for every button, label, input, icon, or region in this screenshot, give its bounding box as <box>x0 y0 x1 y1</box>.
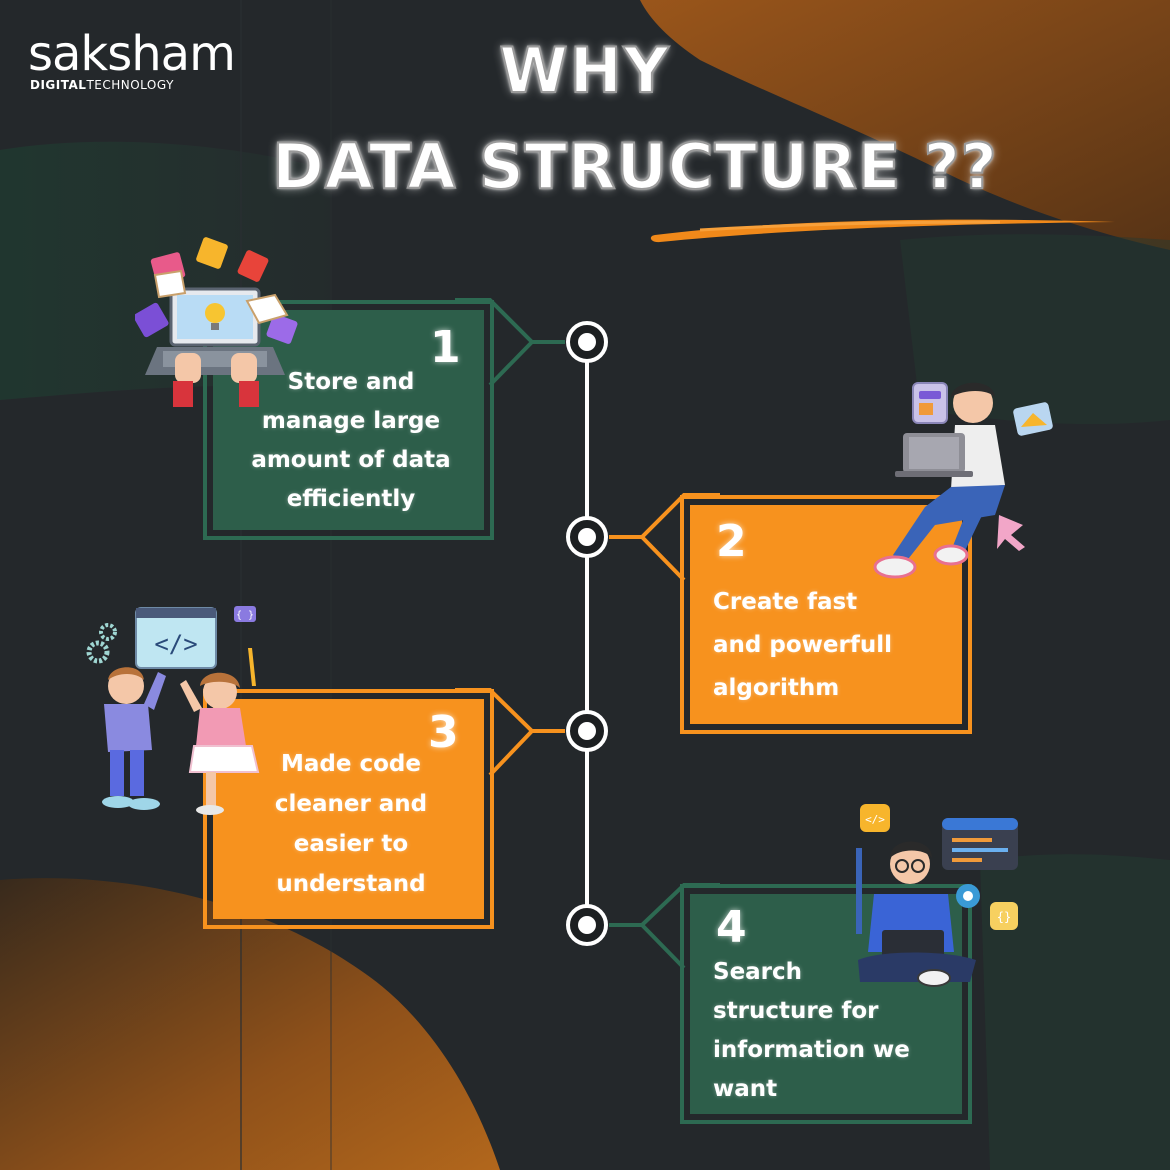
step-text-1-line-4: efficiently <box>286 486 416 512</box>
step-text-3-line-4: understand <box>276 871 426 897</box>
code-window-icon <box>942 818 1018 870</box>
step-number-1: 1 <box>430 322 461 373</box>
step-text-1-line-1: Store and <box>287 369 415 395</box>
timeline-node-1 <box>566 321 608 363</box>
kids-code-icon: { } </> <box>86 606 260 815</box>
timeline-node-3 <box>566 710 608 752</box>
step-text-3-line-2: cleaner and <box>274 791 428 817</box>
step-text-3-line-1: Made code <box>281 751 421 777</box>
step-text-1-line-2: manage large <box>261 408 441 434</box>
timeline-node-4 <box>566 904 608 946</box>
step-text-2-line-2: and powerfull <box>713 631 892 658</box>
coder-laptop-icon: </> {} <box>856 804 1018 987</box>
brand-tagline: DIGITALTECHNOLOGY <box>30 78 174 92</box>
step-number-2: 2 <box>716 516 747 567</box>
page-title-line1: WHY <box>498 33 671 108</box>
svg-text:</>: </> <box>154 630 197 658</box>
step-text-4-line-4: want <box>713 1076 778 1102</box>
gear-icon <box>956 884 980 908</box>
code-window-icon: </> <box>135 607 217 669</box>
brand-logo: saksham <box>28 26 236 82</box>
step-text-1-line-3: amount of data <box>251 447 451 473</box>
page-title-line2: DATA STRUCTURE ?? <box>271 129 998 204</box>
boy-laptop-icon <box>873 382 1053 579</box>
svg-text:{ }: { } <box>236 610 254 621</box>
svg-text:</>: </> <box>865 813 885 826</box>
step-text-4-line-1: Search <box>713 959 803 985</box>
step-text-4-line-3: information we <box>713 1037 910 1063</box>
step-text-3-line-3: easier to <box>293 831 409 857</box>
step-text-2-line-1: Create fast <box>713 588 858 615</box>
laptop-idea-icon <box>135 237 298 407</box>
step-text-4-line-2: structure for <box>713 998 879 1024</box>
gear-icon <box>86 623 117 664</box>
step-number-3: 3 <box>428 707 459 758</box>
timeline-node-2 <box>566 516 608 558</box>
step-number-4: 4 <box>716 902 747 953</box>
step-text-2-line-3: algorithm <box>713 674 840 701</box>
svg-text:{}: {} <box>997 910 1011 924</box>
